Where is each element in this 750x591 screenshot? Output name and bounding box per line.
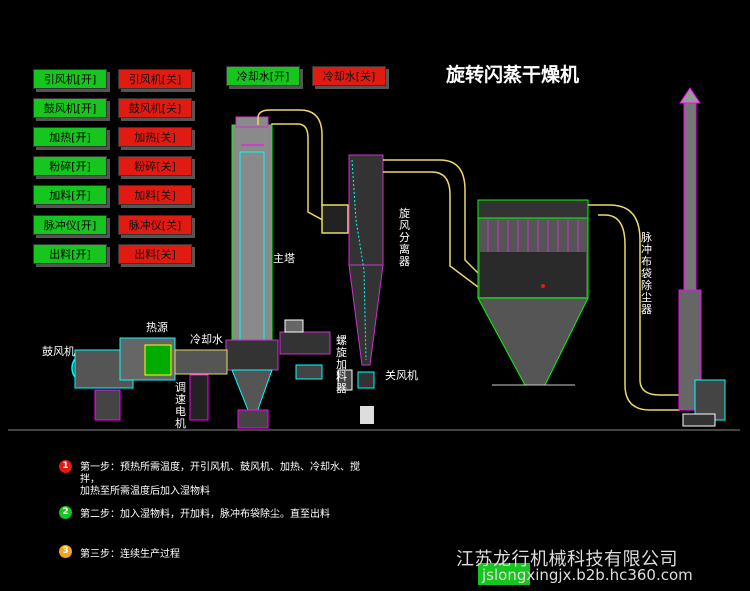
feed-off-button[interactable]: 加料[关] [118,185,192,205]
cooling-water-on-button[interactable]: 冷却水[开] [226,66,300,86]
blower-label: 鼓风机 [42,345,75,358]
heat-off-button[interactable]: 加热[关] [118,127,192,147]
duct-cyclone-baghouse [383,159,481,288]
step1-line3: 加热至所需温度后加入湿物料 [80,486,210,497]
discharge-on-button[interactable]: 出料[开] [33,244,107,264]
step3-line1: 第三步：连续生产过程 [80,549,180,560]
step2-badge: 2 [59,506,72,519]
heat-source-label: 热源 [146,321,168,334]
heater-blower-assembly [71,319,353,421]
duct-tower-cyclone [257,109,351,234]
feed-on-button[interactable]: 加料[开] [33,185,107,205]
heat-on-button[interactable]: 加热[开] [33,127,107,147]
cyclone-separator [348,154,384,424]
crush-on-button[interactable]: 粉碎[开] [33,156,107,176]
induced-fan-on-button[interactable]: 引风机[开] [33,69,107,89]
speed-motor-label: 调速电机 [175,381,186,430]
cooling-water-off-button[interactable]: 冷却水[关] [312,66,386,86]
duct-baghouse-stack [588,204,680,411]
pulse-bag-label: 脉冲布袋除尘器 [641,231,652,316]
pulse-on-button[interactable]: 脉冲仪[开] [33,215,107,235]
step1-line1: 第一步：预热所需温度，开引风机、鼓风机、加热、冷却水、搅 [80,462,360,473]
cooling-water-label: 冷却水 [190,333,223,346]
main-tower-label: 主塔 [273,252,295,265]
bag-filter [477,199,589,386]
cyclone-label: 旋风分离器 [399,207,410,268]
induced-fan-off-button[interactable]: 引风机[关] [118,69,192,89]
step1-badge: 1 [59,460,72,473]
url-watermark: jslongxingjx.b2b.hc360.com [482,566,693,584]
blower-off-button[interactable]: 鼓风机[关] [118,98,192,118]
step1-line2: 拌， [80,474,100,485]
step3-badge: 3 [59,545,72,558]
footer-green-box [478,563,530,585]
pulse-off-button[interactable]: 脉冲仪[关] [118,215,192,235]
step2-line1: 第二步：加入湿物料，开加料，脉冲布袋除尘。直至出料 [80,509,330,520]
page-title: 旋转闪蒸干燥机 [446,64,580,86]
main-tower [225,116,279,429]
air-lock-label: 关风机 [385,369,418,382]
blower-on-button[interactable]: 鼓风机[开] [33,98,107,118]
discharge-off-button[interactable]: 出料[关] [118,244,192,264]
company-watermark: 江苏龙行机械科技有限公司 [456,549,678,570]
exhaust-stack [678,87,726,427]
crush-off-button[interactable]: 粉碎[关] [118,156,192,176]
screw-feeder-label: 螺旋加料器 [336,334,347,395]
